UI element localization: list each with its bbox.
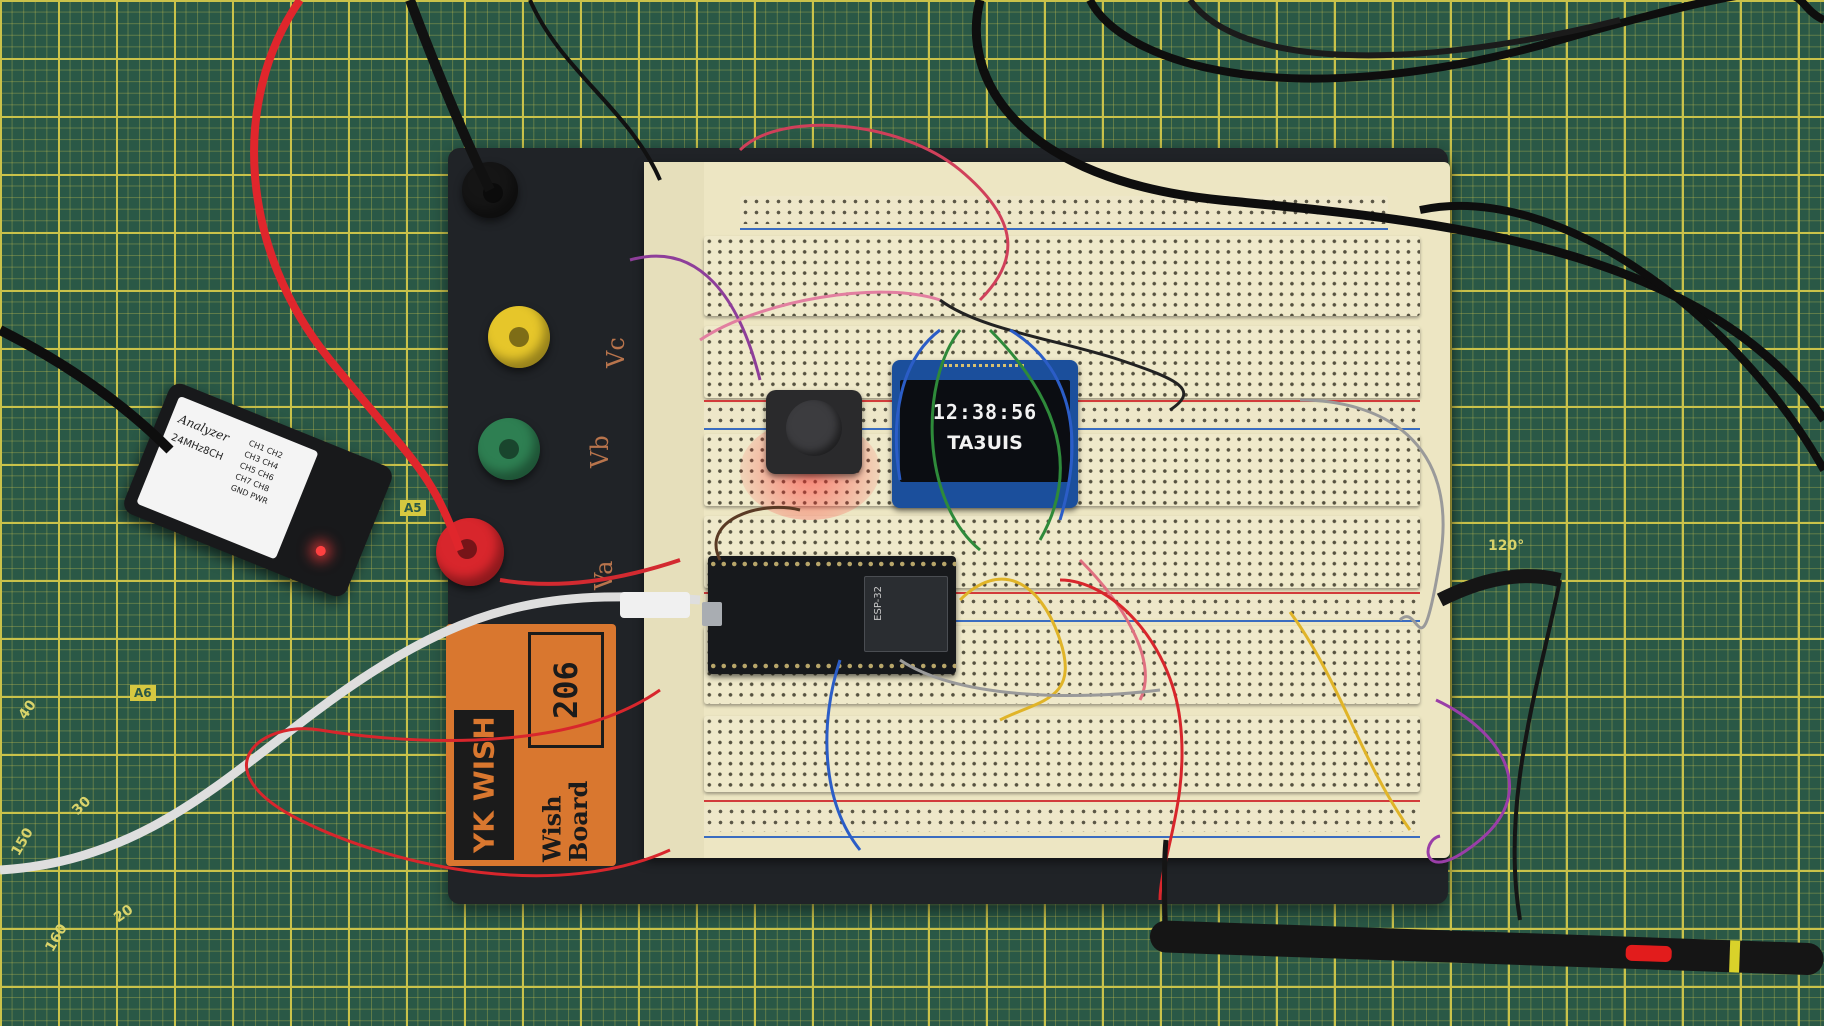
blue-wire-esp-down bbox=[825, 659, 862, 851]
esp32-dev-board: ESP-32 bbox=[702, 556, 956, 674]
grey-wire-right bbox=[1299, 398, 1445, 630]
mat-tag-a6: A6 bbox=[130, 685, 156, 701]
black-cable-2 bbox=[1086, 0, 1824, 83]
probe-button[interactable] bbox=[1625, 944, 1672, 963]
green-wire-oled bbox=[930, 329, 981, 552]
brand-sticker: YK WISH 206 Wish Board bbox=[446, 624, 616, 866]
breadboard-terminal-strip-1 bbox=[704, 236, 1420, 316]
green-wire-oled-2 bbox=[988, 328, 1062, 541]
rotary-encoder-module[interactable] bbox=[766, 390, 862, 474]
grey-wire-esp bbox=[899, 658, 1161, 698]
encoder-knob[interactable] bbox=[786, 400, 842, 456]
purple-wire-left bbox=[629, 254, 762, 381]
mat-angle-120: 120° bbox=[1488, 538, 1525, 554]
oled-header-pins bbox=[944, 364, 1024, 377]
purple-wire-right bbox=[1426, 698, 1511, 864]
black-cable-ground-lead bbox=[405, 0, 495, 193]
esp32-header-top bbox=[708, 560, 956, 568]
oled-callsign-text: TA3UIS bbox=[947, 432, 1023, 454]
power-rail-bottom bbox=[704, 806, 1420, 832]
blue-wire-oled bbox=[1009, 328, 1074, 521]
pink-wire-top bbox=[699, 290, 941, 342]
rail-line-red-2 bbox=[704, 592, 1420, 594]
rail-line-red-3 bbox=[704, 800, 1420, 802]
esp32-header-bottom bbox=[708, 662, 956, 670]
esp32-usb-port[interactable] bbox=[702, 602, 722, 626]
rail-line-blue-top bbox=[740, 228, 1388, 230]
terminal-green[interactable] bbox=[478, 418, 540, 480]
oled-time-readout: 12:38:56 bbox=[932, 400, 1038, 424]
terminal-yellow[interactable] bbox=[488, 306, 550, 368]
red-wire-loop bbox=[245, 688, 671, 878]
black-wire-to-rail bbox=[939, 298, 1186, 412]
black-thin-wire-top bbox=[528, 0, 662, 181]
pink-wire-esp bbox=[1078, 558, 1147, 701]
black-cable-3 bbox=[1187, 0, 1621, 59]
analyzer-usb-cable bbox=[0, 325, 174, 454]
red-lead-to-board bbox=[499, 558, 681, 586]
white-usb-cable bbox=[0, 592, 701, 875]
breadboard-terminal-strip-6 bbox=[704, 716, 1420, 792]
oled-display-module: 12:38:56 TA3UIS bbox=[892, 360, 1078, 508]
yellow-wire-right bbox=[1288, 611, 1412, 831]
probe-clip[interactable] bbox=[1436, 569, 1562, 607]
rail-line-blue-2 bbox=[704, 620, 1420, 622]
probe-color-band bbox=[1729, 940, 1741, 973]
blue-wire-oled-2 bbox=[894, 328, 941, 481]
breadboard-side-strip bbox=[644, 162, 704, 858]
probe-ground-lead bbox=[1512, 579, 1562, 921]
rail-line-blue-bottom bbox=[704, 836, 1420, 838]
pink-red-wire-top bbox=[738, 123, 1010, 302]
mat-tag-a5: A5 bbox=[400, 500, 426, 516]
red-banana-lead bbox=[250, 0, 464, 552]
yellow-wire-esp bbox=[958, 577, 1067, 722]
esp32-module-shield bbox=[864, 576, 948, 652]
usb-connector[interactable] bbox=[620, 592, 690, 618]
black-cable-4 bbox=[1419, 201, 1824, 472]
oled-screen: 12:38:56 TA3UIS bbox=[900, 380, 1070, 482]
brown-wire-esp bbox=[714, 505, 801, 561]
black-cable-1 bbox=[972, 0, 1824, 423]
